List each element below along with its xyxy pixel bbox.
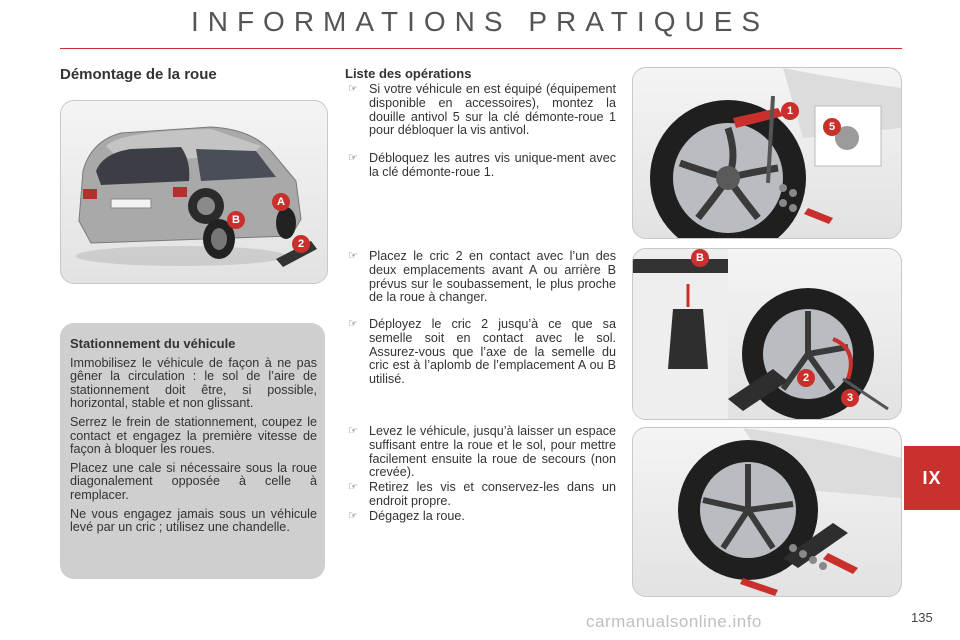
pointing-hand-icon: ☞ [348, 152, 358, 164]
title-rule [60, 48, 902, 49]
section-heading: Démontage de la roue [60, 66, 217, 83]
pointing-hand-icon: ☞ [348, 83, 358, 95]
pointing-hand-icon: ☞ [348, 250, 358, 262]
car-photo: A B 2 [60, 100, 328, 284]
page-title: INFORMATIONS PRATIQUES [190, 6, 770, 37]
pointing-hand-icon: ☞ [348, 510, 358, 522]
info-paragraph: Serrez le frein de stationnement, coupez… [70, 414, 317, 457]
label-a-badge: A [272, 193, 290, 211]
jack-placement-illustration: B 2 3 [632, 248, 902, 420]
label-2-badge: 2 [797, 369, 815, 387]
operation-step: ☞ Déployez le cric 2 jusqu’à ce que sa s… [348, 317, 616, 387]
pointing-hand-icon: ☞ [348, 318, 358, 330]
label-b-badge: B [691, 249, 709, 267]
wheel-removal-illustration [632, 427, 902, 597]
operation-step: ☞ Retirez les vis et conservez-les dans … [348, 480, 616, 508]
operations-title: Liste des opérations [345, 66, 472, 81]
label-1-badge: 1 [781, 102, 799, 120]
operation-step: ☞ Débloquez les autres vis unique-ment a… [348, 151, 616, 179]
label-b-badge: B [227, 211, 245, 229]
page-number: 135 [911, 610, 933, 625]
info-paragraph: Placez une cale si nécessaire sous la ro… [70, 460, 317, 502]
label-2-badge: 2 [292, 235, 310, 253]
info-paragraph: Immobilisez le véhicule de façon à ne pa… [70, 355, 317, 411]
wheel-wrench-illustration: 1 5 [632, 67, 902, 239]
pointing-hand-icon: ☞ [348, 425, 358, 437]
operation-step: ☞ Levez le véhicule, jusqu’à laisser un … [348, 424, 616, 480]
label-5-badge: 5 [823, 118, 841, 136]
pointing-hand-icon: ☞ [348, 481, 358, 493]
operation-step: ☞ Si votre véhicule en est équipé (équip… [348, 82, 616, 138]
info-paragraph: Ne vous engagez jamais sous un véhicule … [70, 506, 317, 535]
chapter-tab: IX [904, 446, 960, 510]
operation-step: ☞ Dégagez la roue. [348, 509, 465, 523]
label-3-badge: 3 [841, 389, 859, 407]
operation-step: ☞ Placez le cric 2 en contact avec l’un … [348, 249, 616, 305]
info-box-title: Stationnement du véhicule [70, 336, 236, 351]
parking-info-box: Stationnement du véhicule Immobilisez le… [60, 323, 325, 579]
watermark: carmanualsonline.info [586, 612, 762, 631]
